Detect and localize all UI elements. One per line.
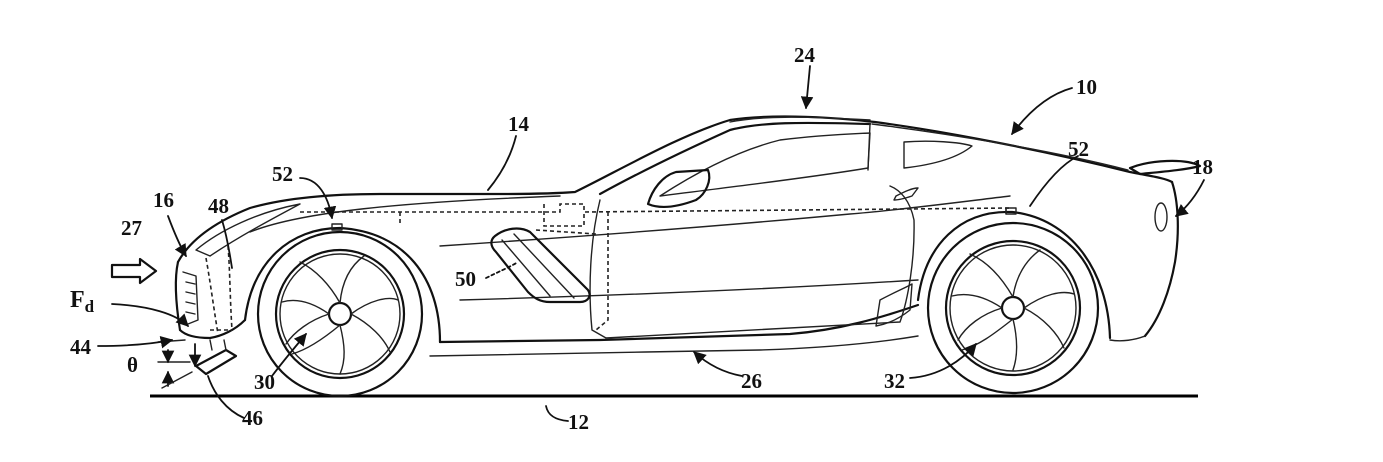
label-16: 16: [153, 188, 174, 212]
angle-indicator: [157, 349, 193, 389]
label-32: 32: [884, 369, 905, 393]
label-12: 12: [568, 410, 589, 434]
label-44: 44: [70, 335, 92, 359]
label-fd: Fd: [70, 287, 95, 316]
label-27: 27: [121, 216, 142, 240]
rear-wheel: [926, 221, 1100, 395]
label-48: 48: [208, 194, 229, 218]
airflow-arrow: [110, 257, 158, 285]
label-52-rear: 52: [1068, 137, 1089, 161]
force-arrow: [111, 303, 189, 327]
front-deflector: [157, 339, 238, 376]
label-14: 14: [508, 112, 530, 136]
label-30: 30: [254, 370, 275, 394]
dashed-duct-paths: [205, 203, 1017, 335]
label-18: 18: [1192, 155, 1213, 179]
label-50: 50: [455, 267, 476, 291]
leader-lines: [97, 65, 1205, 422]
front-wheel: [256, 230, 424, 398]
side-vent: [490, 227, 591, 304]
label-26: 26: [741, 369, 762, 393]
reference-labels: 24 10 14 52 18 52 16 48 27 50 Fd 44 θ 30…: [70, 43, 1213, 434]
label-theta: θ: [127, 353, 138, 377]
label-52-front: 52: [272, 162, 293, 186]
label-46: 46: [242, 406, 263, 430]
car-body: [174, 115, 1202, 357]
label-10: 10: [1076, 75, 1097, 99]
label-24: 24: [794, 43, 816, 67]
